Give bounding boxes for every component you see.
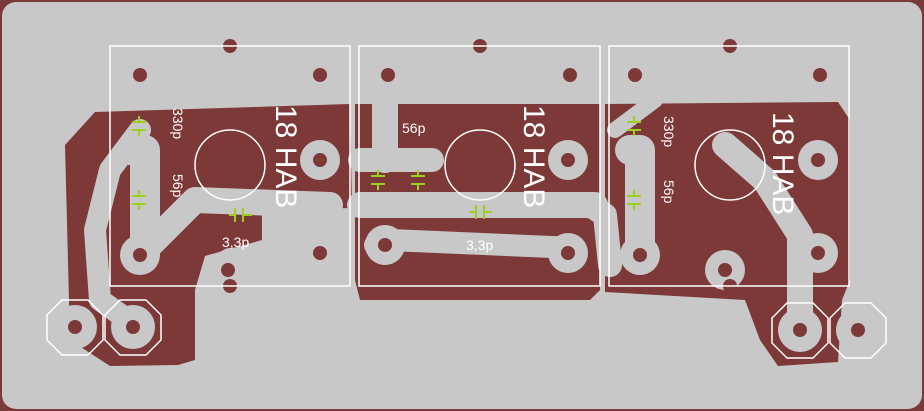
module-3-cap-mid: 56p <box>661 180 677 204</box>
module-2-name: 18 HAB <box>517 105 550 208</box>
module-1-cap-mid: 56p <box>170 174 186 198</box>
silkscreen-outlines <box>46 45 887 359</box>
module-3-name: 18 HAB <box>766 112 799 215</box>
module-1-cap-series: 3,3p <box>222 234 249 250</box>
module-2-cap-top: 56p <box>402 120 426 136</box>
module-1-cap-top: 330p <box>170 108 186 139</box>
module-3-cap-top: 330p <box>661 116 677 147</box>
module-1-name: 18 HAB <box>269 105 302 208</box>
pads <box>53 140 880 352</box>
vias <box>68 39 865 337</box>
module-2-cap-series: 3,3p <box>466 237 493 253</box>
smd-capacitors <box>132 116 641 222</box>
